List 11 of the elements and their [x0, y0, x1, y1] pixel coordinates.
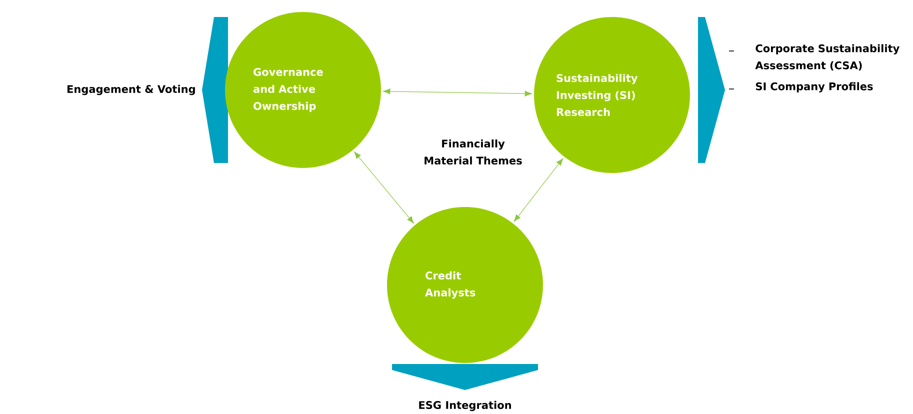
list-item: Corporate Sustainability Assessment (CSA): [755, 44, 900, 71]
circle-node: Sustainability Investing (SI) Research: [534, 17, 690, 173]
circle-node: Credit Analysts: [387, 207, 543, 363]
circle-node: Governance and Active Ownership: [225, 12, 381, 168]
side-label: Engagement & Voting: [67, 84, 195, 96]
bottom-label: ESG Integration: [419, 400, 511, 412]
center-label: Financially Material Themes: [424, 139, 522, 165]
arrow: [514, 158, 564, 222]
arrow: [354, 152, 414, 224]
list-item: SI Company Profiles: [756, 82, 873, 92]
arrow: [383, 88, 532, 96]
